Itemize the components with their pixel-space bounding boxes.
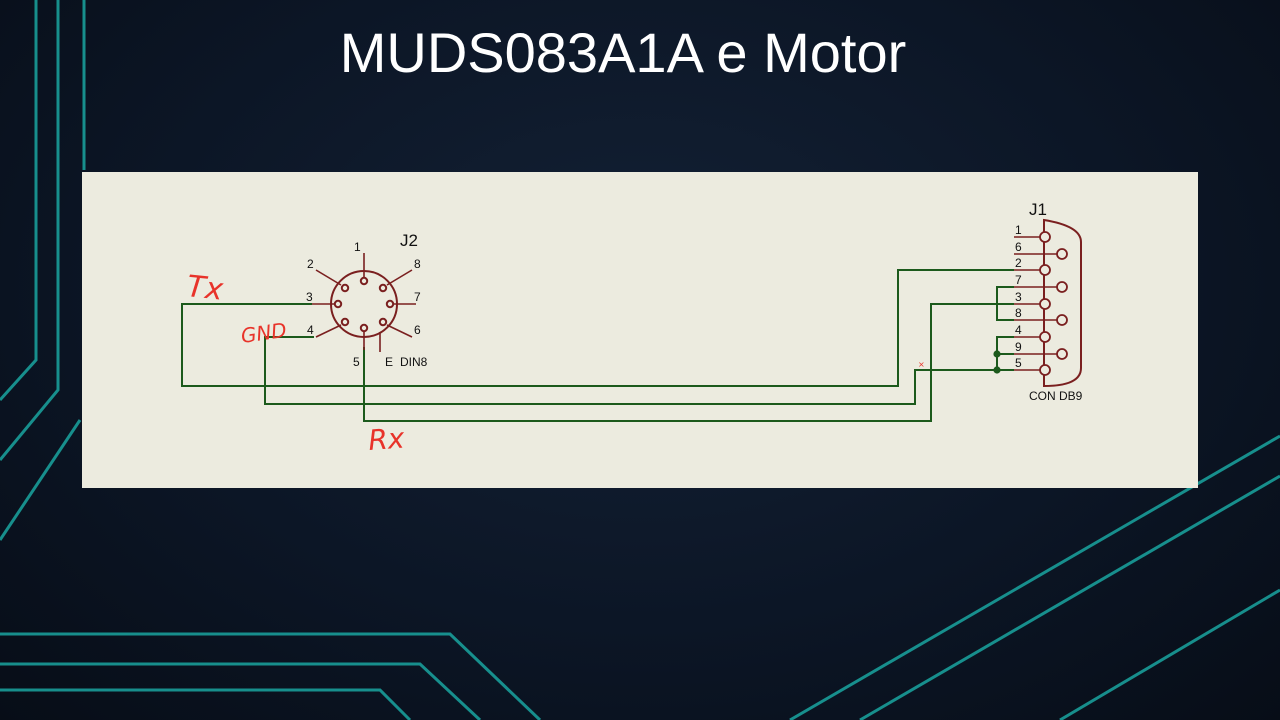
bg-line bbox=[789, 434, 1280, 720]
wire-jumper-7-8 bbox=[996, 286, 1014, 321]
db9-part-name: CON DB9 bbox=[1029, 389, 1083, 403]
din8-pin-socket bbox=[378, 283, 388, 293]
din8-pin-label: 6 bbox=[414, 323, 421, 337]
bg-line bbox=[1059, 588, 1280, 720]
din8-pin-label: 8 bbox=[414, 257, 421, 271]
din8-pin-socket bbox=[359, 323, 369, 333]
db9-pin-leads bbox=[1014, 236, 1057, 371]
junction-dot bbox=[993, 350, 1001, 358]
wire-marker: × bbox=[918, 360, 925, 369]
db9-pin-label: 4 bbox=[1015, 323, 1022, 337]
schematic-panel: × 1 2 3 4 5 6 7 bbox=[82, 172, 1198, 488]
din8-lead bbox=[315, 324, 342, 338]
bg-line bbox=[0, 419, 82, 541]
din8-reference: J2 bbox=[400, 231, 418, 250]
bg-line bbox=[0, 632, 542, 720]
bg-line bbox=[0, 0, 38, 402]
din8-pin-socket bbox=[340, 317, 350, 327]
wires: × bbox=[181, 269, 1014, 422]
db9-reference: J1 bbox=[1029, 200, 1047, 219]
din8-part-name: DIN8 bbox=[400, 355, 428, 369]
din8-connector: 1 2 3 4 5 6 7 8 J2 E DIN8 bbox=[306, 231, 428, 369]
db9-pin-label: 7 bbox=[1015, 273, 1022, 287]
din8-pin-label: 7 bbox=[414, 290, 421, 304]
din8-pin-label: 3 bbox=[306, 290, 313, 304]
db9-pin-label: 2 bbox=[1015, 256, 1022, 270]
din8-lead bbox=[386, 269, 413, 286]
db9-pin-sockets bbox=[1039, 231, 1068, 376]
db9-body bbox=[1043, 218, 1082, 388]
db9-connector: 1 6 2 7 3 8 4 9 5 J1 CON DB9 bbox=[1014, 200, 1083, 403]
db9-pin-label: 6 bbox=[1015, 240, 1022, 254]
junction-dot bbox=[993, 366, 1001, 374]
annotation-tx: Tx bbox=[185, 269, 225, 308]
din8-lead bbox=[315, 269, 342, 286]
bg-line bbox=[0, 0, 60, 461]
slide-title: MUDS083A1A e Motor bbox=[339, 21, 907, 84]
din8-pin-socket bbox=[378, 317, 388, 327]
din8-pin-socket bbox=[340, 283, 350, 293]
wire-jumper-4-9-5 bbox=[996, 336, 1014, 370]
din8-pin-label: 4 bbox=[307, 323, 314, 337]
db9-pin-label: 8 bbox=[1015, 306, 1022, 320]
din8-lead bbox=[386, 324, 413, 338]
bg-line bbox=[859, 474, 1280, 720]
din8-extra-label: E bbox=[385, 355, 393, 369]
wire-tx bbox=[181, 269, 1014, 387]
wire-rx bbox=[363, 303, 1014, 422]
handwritten-annotations: Tx GND Rx bbox=[185, 269, 406, 457]
wire-gnd bbox=[264, 336, 1014, 405]
bg-line bbox=[0, 688, 412, 720]
din8-pin-socket bbox=[359, 276, 369, 286]
db9-pin-label: 3 bbox=[1015, 290, 1022, 304]
din8-pin-label: 5 bbox=[353, 355, 360, 369]
din8-pin-socket bbox=[333, 299, 343, 309]
schematic-diagram: × 1 2 3 4 5 6 7 bbox=[181, 200, 1083, 457]
annotation-gnd: GND bbox=[239, 318, 288, 348]
din8-pin-socket bbox=[385, 299, 395, 309]
din8-pin-label: 1 bbox=[354, 240, 361, 254]
din8-pin-label: 2 bbox=[307, 257, 314, 271]
db9-pin-label: 5 bbox=[1015, 356, 1022, 370]
bg-line bbox=[0, 662, 482, 720]
db9-pin-label: 9 bbox=[1015, 340, 1022, 354]
db9-pin-label: 1 bbox=[1015, 223, 1022, 237]
annotation-rx: Rx bbox=[367, 422, 406, 457]
